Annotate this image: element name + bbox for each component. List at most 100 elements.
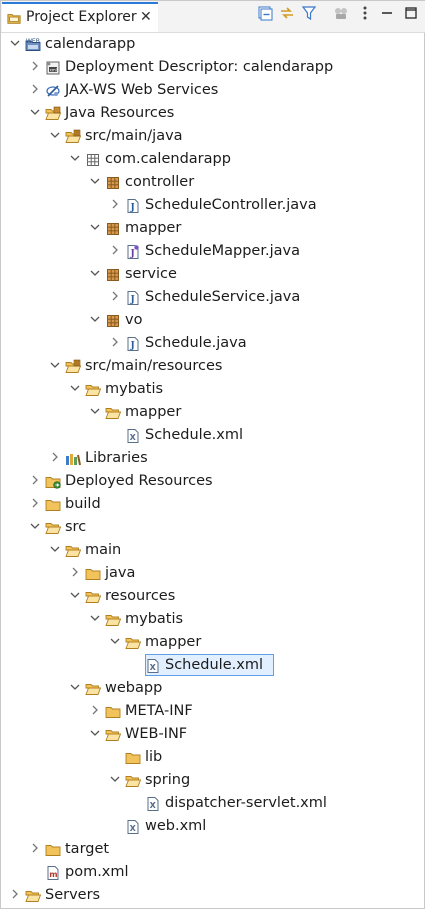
tree-item-label: JAX-WS Web Services (65, 82, 219, 98)
tree-item-label: Deployment Descriptor: calendarapp (65, 59, 334, 75)
chevron-down-icon[interactable] (89, 313, 101, 325)
tree-item[interactable]: META-INF (1, 700, 425, 723)
tree-item[interactable]: src/main/resources (1, 355, 425, 378)
chevron-down-icon[interactable] (29, 106, 41, 118)
chevron-down-icon[interactable] (69, 382, 81, 394)
tree-item[interactable]: mybatis (1, 378, 425, 401)
chevron-right-icon[interactable] (89, 704, 101, 716)
deployment-descriptor-icon: xml (46, 61, 60, 75)
tree-item[interactable]: mybatis (1, 608, 425, 631)
chevron-right-icon[interactable] (9, 888, 21, 900)
tree-item[interactable]: java (1, 562, 425, 585)
folder-open-icon (125, 776, 141, 787)
deployed-resources-icon (45, 477, 61, 489)
tree-item[interactable]: JAX-WS Web Services (1, 79, 425, 102)
tree-item[interactable]: WEB-INF (1, 723, 425, 746)
chevron-right-icon[interactable] (29, 842, 41, 854)
chevron-down-icon[interactable] (89, 221, 101, 233)
chevron-down-icon[interactable] (49, 543, 61, 555)
tree-item[interactable]: main (1, 539, 425, 562)
minimize-icon[interactable] (379, 5, 395, 21)
tree-item[interactable]: Libraries (1, 447, 425, 470)
tree-item[interactable]: webapp (1, 677, 425, 700)
chevron-right-icon[interactable] (109, 198, 121, 210)
collapse-all-icon[interactable] (257, 5, 273, 21)
chevron-right-icon[interactable] (29, 474, 41, 486)
filter-icon[interactable] (301, 5, 317, 21)
chevron-down-icon[interactable] (89, 405, 101, 417)
chevron-down-icon[interactable] (89, 175, 101, 187)
tree-item[interactable]: resources (1, 585, 425, 608)
tree-item[interactable]: src (1, 516, 425, 539)
tree-item-label: mapper (145, 634, 202, 650)
link-with-editor-icon[interactable] (279, 5, 295, 21)
chevron-down-icon[interactable] (89, 727, 101, 739)
tree-item[interactable]: xml Deployment Descriptor: calendarapp (1, 56, 425, 79)
chevron-right-icon[interactable] (109, 336, 121, 348)
chevron-down-icon[interactable] (49, 129, 61, 141)
tree-item[interactable]: service (1, 263, 425, 286)
focus-on-active-task-icon[interactable] (333, 5, 349, 21)
chevron-down-icon[interactable] (69, 152, 81, 164)
tab-project-explorer[interactable]: Project Explorer ✕ (2, 2, 158, 32)
tree-item-label: WEB-INF (125, 726, 188, 742)
chevron-down-icon[interactable] (49, 359, 61, 371)
folder-icon (45, 500, 61, 511)
close-icon[interactable]: ✕ (140, 9, 152, 25)
svg-text:m: m (49, 870, 57, 879)
folder-open-icon (85, 592, 101, 603)
tree-item-label: main (85, 542, 122, 558)
tree-item[interactable]: src/main/java (1, 125, 425, 148)
svg-text:X: X (130, 824, 137, 833)
svg-text:J: J (130, 203, 135, 213)
chevron-down-icon[interactable] (9, 37, 21, 49)
chevron-down-icon[interactable] (89, 612, 101, 624)
tree-item[interactable]: target (1, 838, 425, 861)
tree-item-label: mybatis (105, 381, 164, 397)
chevron-down-icon[interactable] (29, 520, 41, 532)
tree-item[interactable]: mapper (1, 217, 425, 240)
tree-item[interactable]: vo (1, 309, 425, 332)
chevron-right-icon[interactable] (109, 244, 121, 256)
tree-item-label: Java Resources (65, 105, 175, 121)
tree-item[interactable]: com.calendarapp (1, 148, 425, 171)
tree-item-label: mapper (125, 404, 182, 420)
chevron-right-icon[interactable] (29, 83, 41, 95)
tree-item[interactable]: Servers (1, 884, 425, 907)
chevron-right-icon[interactable] (29, 60, 41, 72)
chevron-down-icon[interactable] (109, 773, 121, 785)
tree-item[interactable]: mapper (1, 631, 425, 654)
tree-item[interactable]: Deployed Resources (1, 470, 425, 493)
tree-item-label: spring (145, 772, 191, 788)
folder-icon (105, 707, 121, 718)
chevron-down-icon[interactable] (109, 635, 121, 647)
view-menu-icon[interactable] (357, 5, 373, 21)
tree-item[interactable]: Java Resources (1, 102, 425, 125)
package-empty-icon (87, 154, 99, 166)
tree-item[interactable]: spring (1, 769, 425, 792)
tree-item[interactable]: mapper (1, 401, 425, 424)
chevron-right-icon[interactable] (29, 497, 41, 509)
chevron-down-icon[interactable] (89, 267, 101, 279)
tree-item[interactable]: lib (1, 746, 425, 769)
chevron-right-icon[interactable] (49, 451, 61, 463)
chevron-down-icon[interactable] (69, 589, 81, 601)
maximize-icon[interactable] (403, 5, 419, 21)
chevron-down-icon[interactable] (69, 681, 81, 693)
chevron-right-icon[interactable] (69, 566, 81, 578)
java-file-icon: J (127, 337, 139, 351)
tree-item[interactable]: controller (1, 171, 425, 194)
tree-item[interactable]: build (1, 493, 425, 516)
svg-text:WEB: WEB (26, 38, 40, 45)
chevron-right-icon[interactable] (109, 290, 121, 302)
